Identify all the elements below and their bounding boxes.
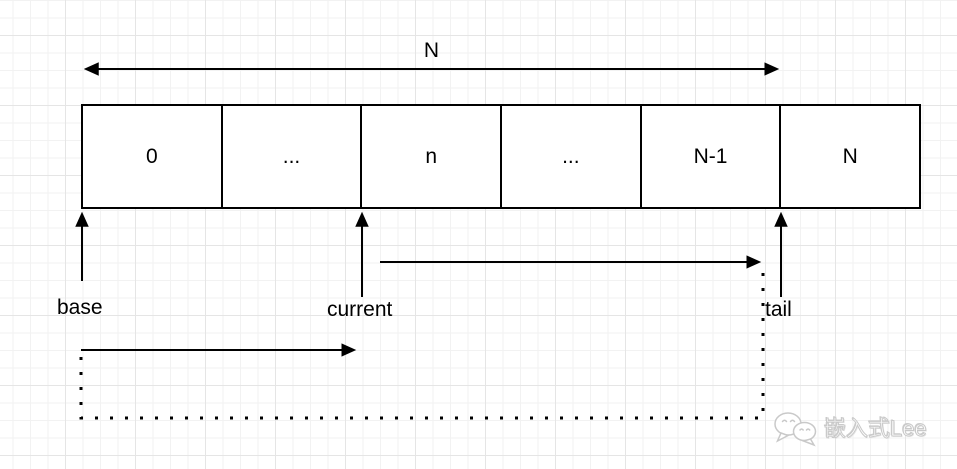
array-cell-1: ...: [220, 106, 361, 207]
span-length-label: N: [423, 39, 440, 62]
array-cell-4: N-1: [639, 106, 780, 207]
base-pointer-label: base: [57, 296, 103, 319]
watermark: 嵌入式Lee: [773, 411, 927, 447]
current-pointer-label: current: [327, 298, 393, 321]
array-cell-3: ...: [500, 106, 640, 207]
watermark-text: 嵌入式Lee: [824, 416, 928, 442]
wechat-icon: [774, 412, 817, 447]
array-cell-0: 0: [145, 144, 158, 168]
wrap-around-dotted-path: [79, 271, 765, 420]
array-cell-5: N: [779, 106, 919, 207]
buffer-array: 0 ... n ... N-1 N: [81, 104, 921, 209]
array-cell-2: n: [360, 106, 500, 207]
tail-pointer-label: tail: [765, 298, 792, 321]
